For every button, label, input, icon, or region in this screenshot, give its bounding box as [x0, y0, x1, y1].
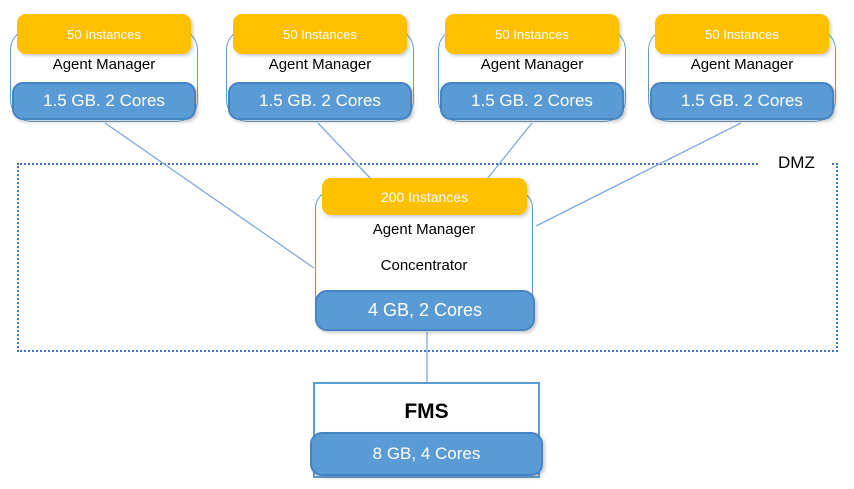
agent-manager-4-resources: 1.5 GB. 2 Cores [650, 82, 834, 120]
agent-manager-2-instances-badge: 50 Instances [233, 14, 407, 54]
fms-resources: 8 GB, 4 Cores [310, 432, 543, 476]
edge-am2-concentrator [317, 122, 372, 180]
agent-manager-3-instances-badge: 50 Instances [445, 14, 619, 54]
agent-manager-2-title: Agent Manager [268, 56, 372, 73]
concentrator-title-line2: Concentrator [380, 257, 468, 274]
fms-node: FMS 8 GB, 4 Cores [310, 382, 543, 478]
concentrator-instances-badge: 200 Instances [322, 178, 527, 215]
edge-am4-concentrator [535, 122, 742, 227]
agent-manager-1-resources: 1.5 GB. 2 Cores [12, 82, 196, 120]
agent-manager-node-2: 50 Instances Agent Manager 1.5 GB. 2 Cor… [226, 14, 414, 122]
agent-manager-2-resources: 1.5 GB. 2 Cores [228, 82, 412, 120]
fms-title: FMS [404, 400, 449, 423]
agent-manager-4-title: Agent Manager [690, 56, 794, 73]
edge-am1-concentrator [104, 122, 315, 269]
concentrator-resources: 4 GB, 2 Cores [315, 290, 535, 331]
agent-manager-node-4: 50 Instances Agent Manager 1.5 GB. 2 Cor… [648, 14, 836, 122]
concentrator-title-line1: Agent Manager [372, 221, 476, 238]
concentrator-node: 200 Instances Agent Manager Concentrator… [315, 178, 535, 331]
edge-am3-concentrator [486, 122, 533, 180]
agent-manager-4-instances-badge: 50 Instances [655, 14, 829, 54]
agent-manager-node-3: 50 Instances Agent Manager 1.5 GB. 2 Cor… [438, 14, 626, 122]
agent-manager-3-resources: 1.5 GB. 2 Cores [440, 82, 624, 120]
agent-manager-3-title: Agent Manager [480, 56, 584, 73]
agent-manager-1-title: Agent Manager [52, 56, 156, 73]
dmz-label: DMZ [758, 150, 832, 176]
agent-manager-node-1: 50 Instances Agent Manager 1.5 GB. 2 Cor… [10, 14, 198, 122]
agent-manager-1-instances-badge: 50 Instances [17, 14, 191, 54]
